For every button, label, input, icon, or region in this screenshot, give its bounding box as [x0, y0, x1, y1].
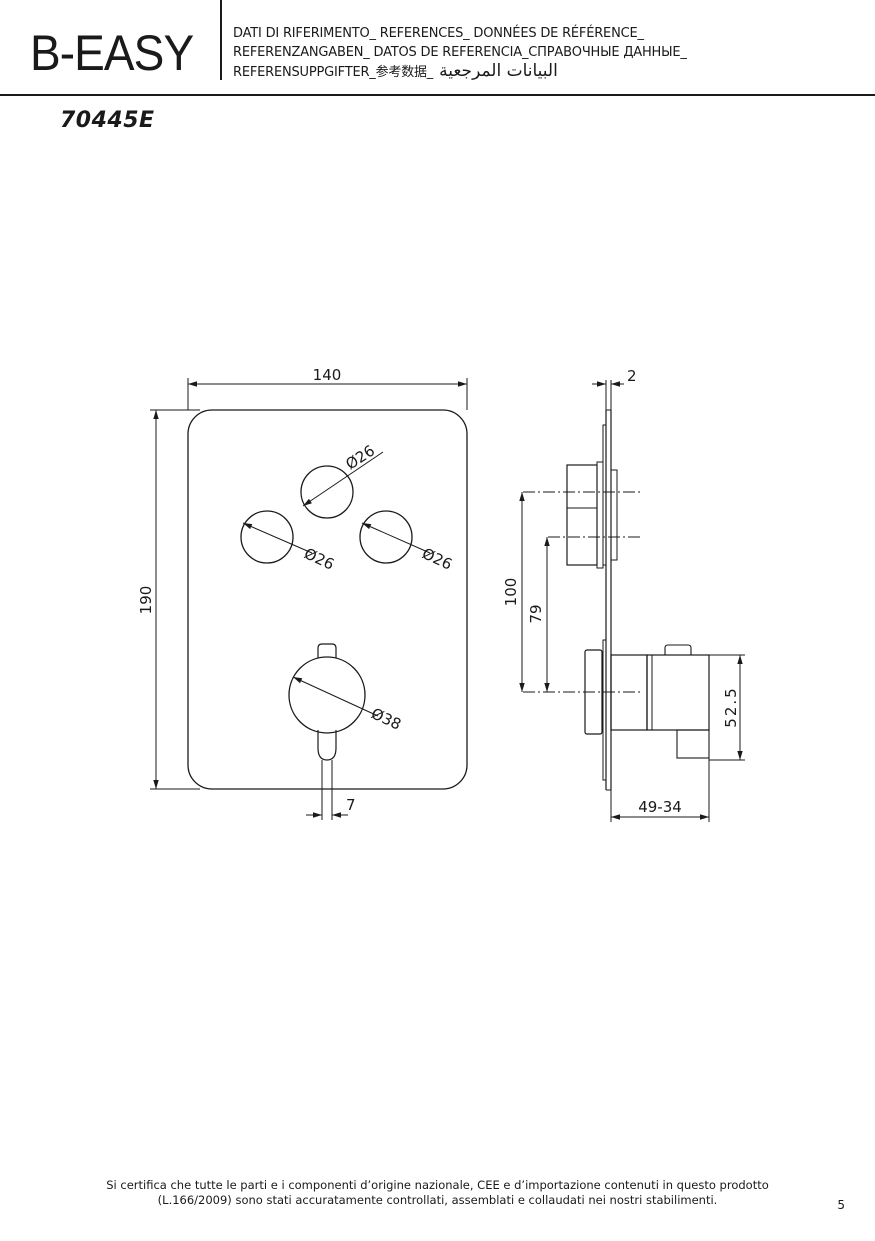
knob — [288, 656, 366, 734]
body-main — [646, 654, 710, 731]
knob-stem — [317, 643, 337, 658]
side-view — [519, 380, 745, 822]
button-top — [300, 465, 354, 519]
dim-79-label: 79 — [527, 604, 545, 623]
cartridge-body — [566, 464, 598, 566]
reference-line-1: DATI DI RIFERIMENTO_ REFERENCES_ DONNÉES… — [233, 26, 644, 41]
brand-logo: B-EASY — [30, 25, 194, 81]
page-number: 5 — [837, 1198, 845, 1212]
button-left-diameter — [242, 522, 313, 554]
depth-label: 49-34 — [638, 798, 682, 816]
certification-line-1: Si certifica che tutte le parti e i comp… — [106, 1178, 769, 1192]
button-top-label: Ø26 — [342, 441, 378, 473]
reference-line-2: REFERENZANGABEN_ DATOS DE REFERENCIA_СПР… — [233, 45, 687, 60]
body-top-tab — [664, 644, 692, 655]
height-label: 190 — [137, 586, 155, 615]
thickness-label: 2 — [627, 367, 637, 385]
cartridge-cap — [610, 469, 618, 561]
model-code: 70445E — [60, 108, 155, 133]
reference-line-3-arabic: البيانات المرجعية — [439, 61, 558, 81]
side-view-labels: 2 100 79 52.5 49-34 — [502, 367, 740, 816]
dim-52-label: 52.5 — [722, 686, 740, 727]
reference-line-3: REFERENSUPPGIFTER_参考数据_ البيانات المرجعية — [233, 62, 687, 82]
width-label: 140 — [313, 366, 342, 384]
knob-label: Ø38 — [368, 704, 404, 733]
certification-line-2: (L.166/2009) sono stati accuratamente co… — [157, 1193, 718, 1207]
cartridge-flange — [596, 461, 604, 569]
button-top-diameter — [302, 451, 384, 507]
reference-heading: DATI DI RIFERIMENTO_ REFERENCES_ DONNÉES… — [233, 24, 687, 82]
lever — [317, 730, 337, 761]
lever-width-label: 7 — [346, 796, 356, 814]
knob-diameter — [292, 676, 379, 717]
header-rule — [0, 94, 875, 96]
reference-line-3-text: REFERENSUPPGIFTER_参考数据_ — [233, 65, 434, 80]
button-right-label: Ø26 — [419, 544, 455, 573]
front-view-labels: 140 190 Ø26 Ø26 Ø26 Ø38 7 — [137, 366, 455, 814]
certification-footer: Si certifica che tutte le parti e i comp… — [60, 1178, 815, 1208]
button-left — [240, 510, 294, 564]
front-view — [150, 378, 468, 820]
button-left-label: Ø26 — [301, 544, 337, 573]
dim-100-label: 100 — [502, 578, 520, 607]
button-right — [359, 510, 413, 564]
cover-plate — [187, 409, 468, 790]
button-right-diameter — [361, 522, 431, 554]
header-divider — [220, 0, 222, 80]
body-outlet — [676, 729, 710, 759]
plate-step-bottom — [602, 639, 607, 781]
